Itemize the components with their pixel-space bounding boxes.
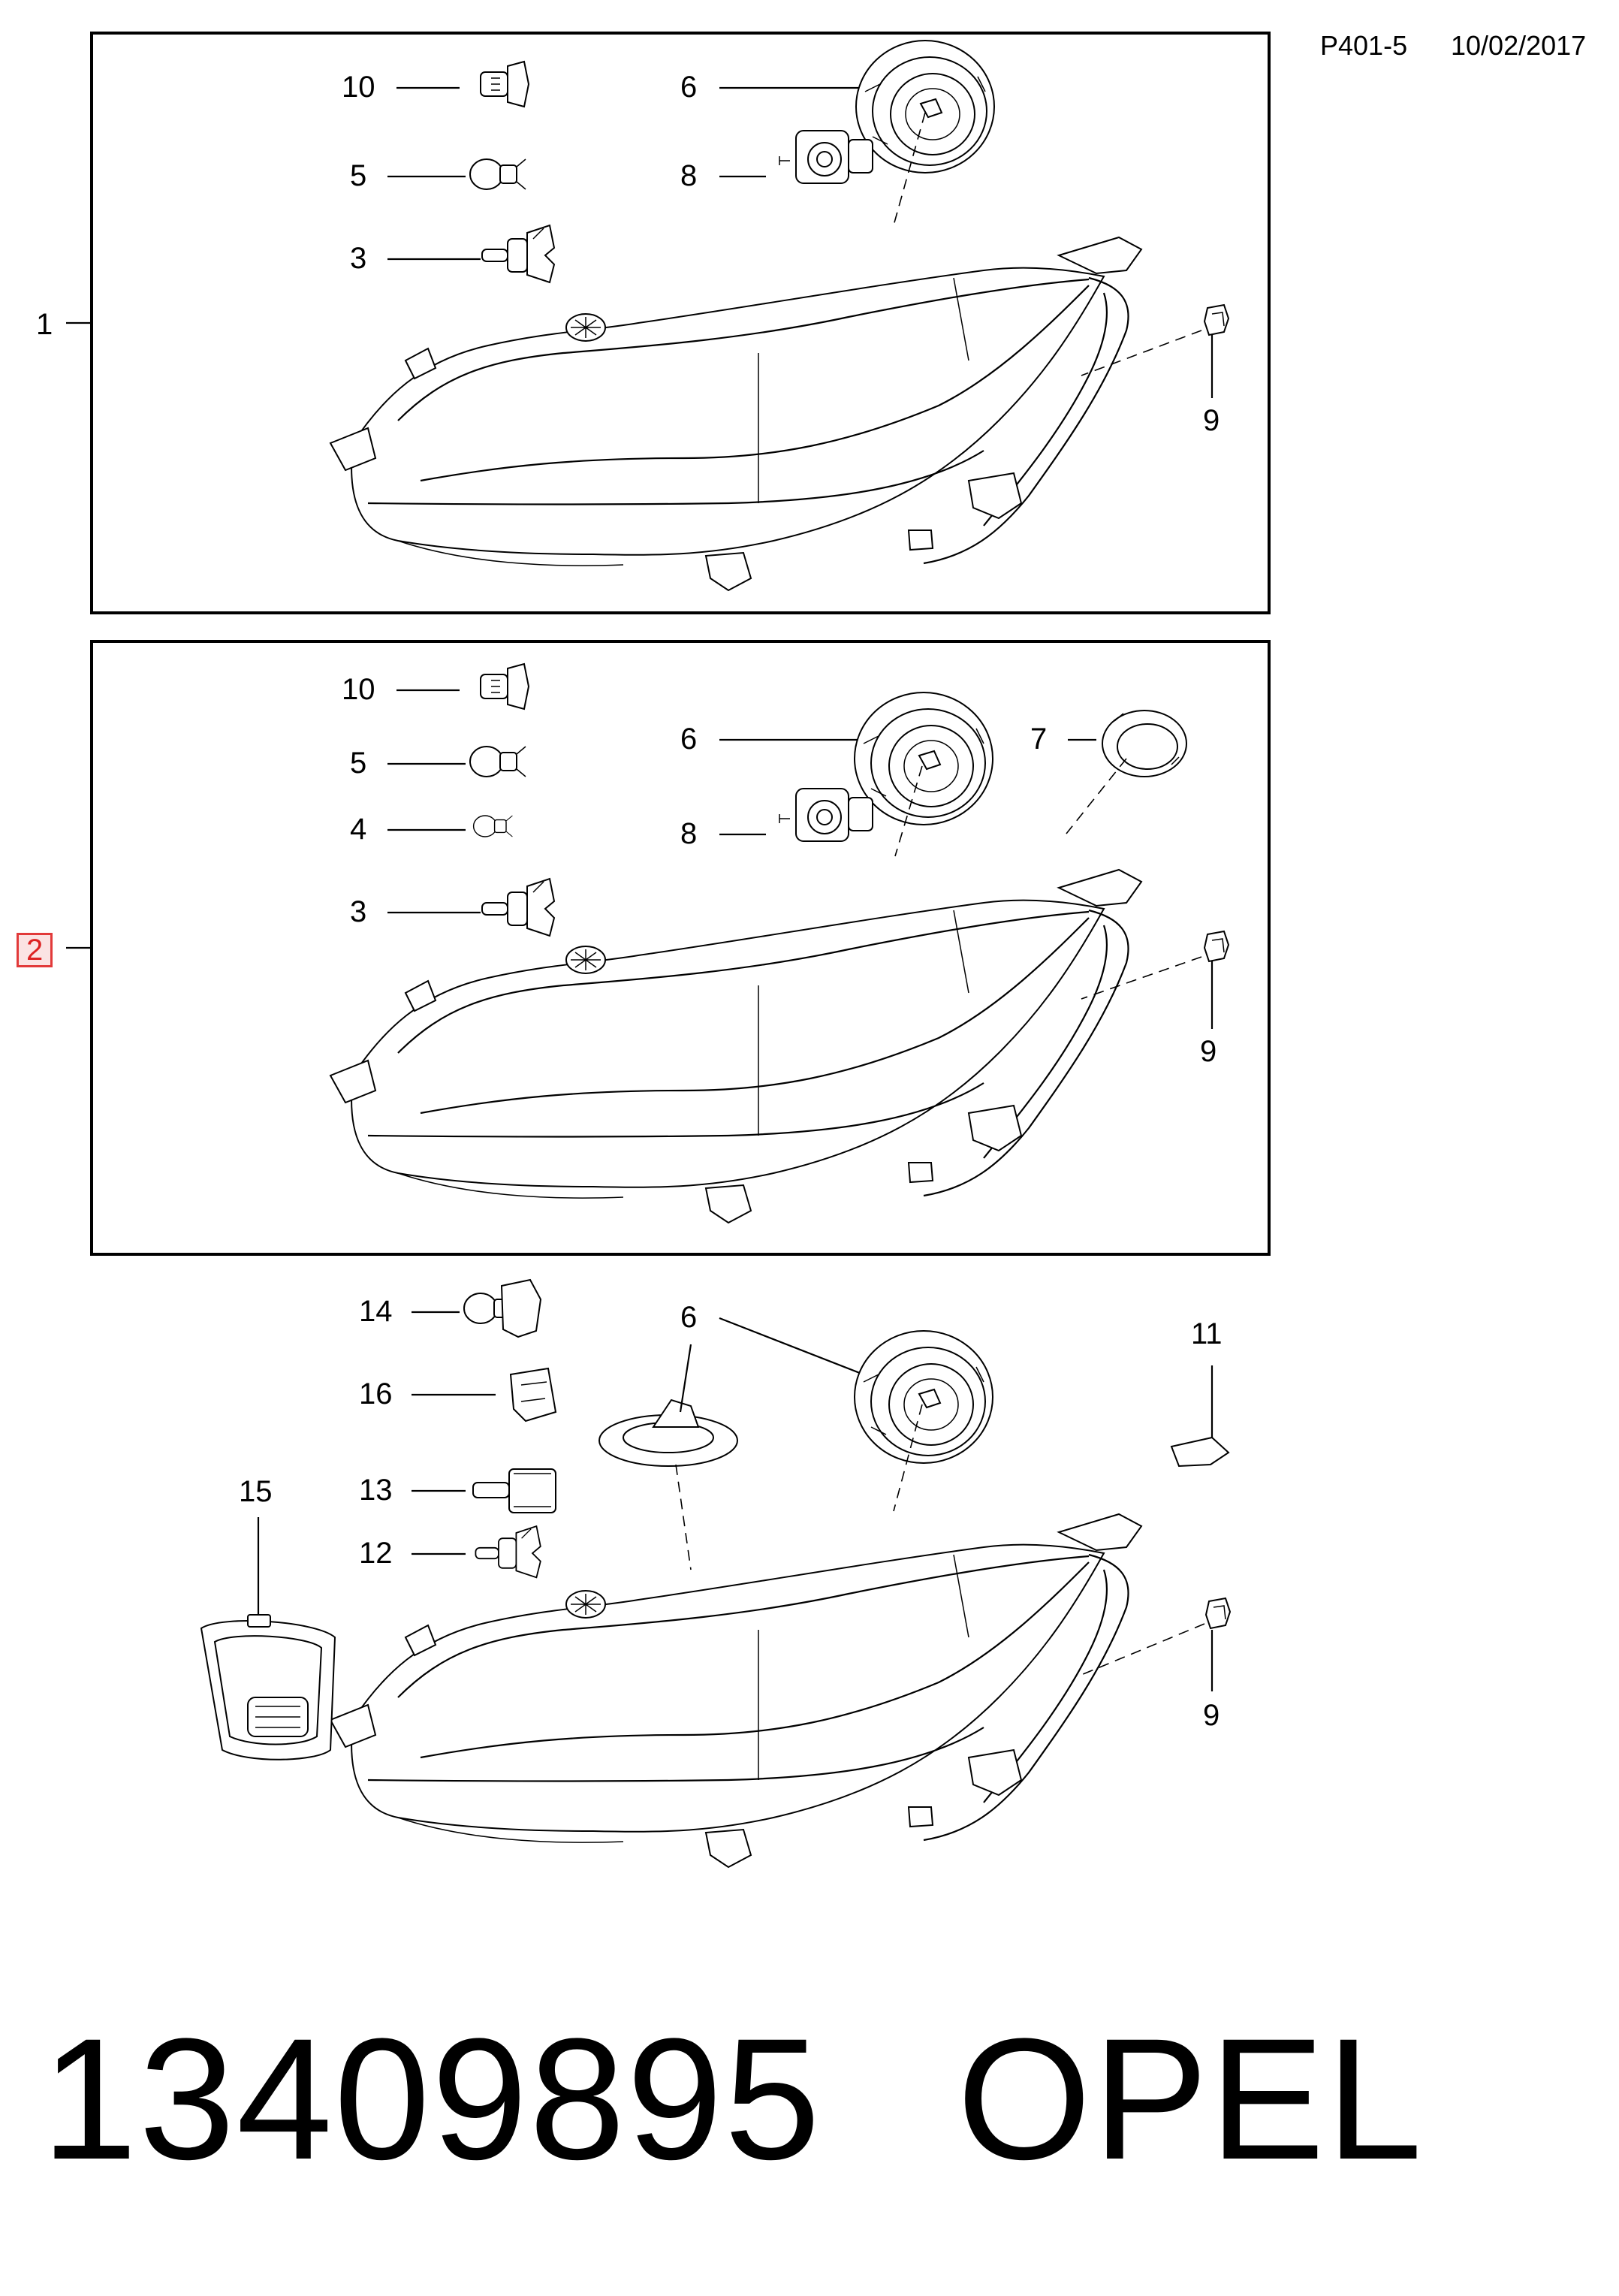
page-code: P401-5	[1320, 30, 1408, 61]
part-number: 13409895	[41, 2002, 822, 2195]
callout-5-panel-1: 5	[350, 159, 367, 192]
callout-5-panel-2: 5	[350, 747, 367, 780]
callout-10-panel-1: 10	[342, 71, 375, 104]
callout-11-panel-3: 11	[1191, 1317, 1223, 1350]
callout-8-panel-2: 8	[680, 817, 698, 850]
panel-3-drawing	[200, 1278, 1231, 1869]
callout-6-panel-1: 6	[680, 71, 698, 104]
callout-4-panel-2: 4	[350, 813, 367, 846]
callout-15-panel-3: 15	[239, 1475, 273, 1508]
brand-name: OPEL	[957, 2002, 1424, 2195]
callout-6-panel-2: 6	[680, 723, 698, 756]
callout-7-panel-2: 7	[1030, 723, 1048, 756]
ballast-module	[200, 1614, 336, 1760]
assembly-label-1[interactable]: 1	[36, 308, 53, 341]
callout-13-panel-3: 13	[359, 1474, 393, 1507]
callout-10-panel-2: 10	[342, 673, 375, 706]
callout-3-panel-1: 3	[350, 242, 367, 275]
panel-1-drawing	[66, 40, 1229, 592]
assembly-label-2[interactable]: 2	[17, 933, 53, 967]
callout-3-panel-2: 3	[350, 895, 367, 928]
callout-9-panel-1: 9	[1203, 404, 1220, 437]
callout-16-panel-3: 16	[359, 1377, 393, 1410]
callout-6-panel-3: 6	[680, 1301, 698, 1334]
lamp-base-ring	[598, 1344, 738, 1570]
page-date: 10/02/2017	[1451, 30, 1587, 61]
callout-9-panel-2: 9	[1200, 1035, 1217, 1068]
callout-9-panel-3: 9	[1203, 1699, 1220, 1732]
callout-12-panel-3: 12	[359, 1537, 393, 1570]
callout-14-panel-3: 14	[359, 1295, 393, 1328]
callout-8-panel-1: 8	[680, 159, 698, 192]
panel-2-drawing	[66, 663, 1229, 1224]
